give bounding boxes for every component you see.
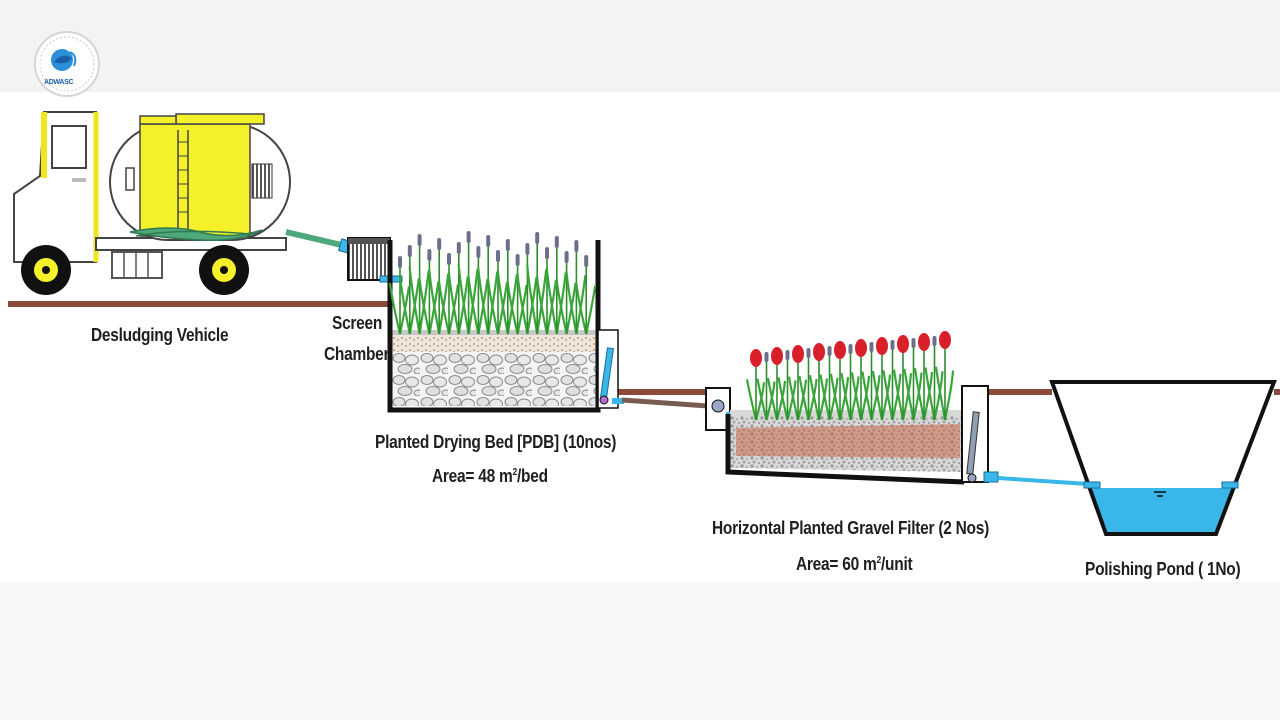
label-screen-chamber-line1: Screen	[332, 313, 383, 333]
outlet-pipe	[997, 476, 1089, 486]
label-gravel-filter: Horizontal Planted Gravel Filter (2 Nos)	[712, 518, 989, 538]
organization-logo	[34, 31, 100, 97]
ground-line	[8, 301, 1280, 395]
label-pdb-area: Area= 48 m2/bed	[432, 461, 548, 488]
horizontal-gravel-filter	[705, 385, 999, 485]
hpgf-area-prefix: Area= 60 m	[796, 554, 877, 574]
label-planted-drying-bed: Planted Drying Bed [PDB] (10nos)	[375, 432, 617, 452]
label-screen-chamber-line2: Chamber	[324, 344, 390, 364]
logo-caption: ADWASC	[44, 79, 74, 86]
gravel-filter-reeds	[745, 331, 955, 421]
screen-chamber	[347, 237, 403, 283]
connecting-pipe	[621, 397, 709, 409]
polishing-pond	[1049, 380, 1277, 536]
bottom-band	[0, 582, 1280, 720]
label-polishing-pond: Polishing Pond ( 1No)	[1085, 559, 1241, 579]
top-band	[0, 0, 1280, 92]
drying-bed-reeds	[388, 231, 597, 335]
planted-drying-bed	[387, 240, 624, 413]
label-gravel-filter-area: Area= 60 m2/unit	[796, 549, 913, 576]
label-desludging-vehicle: Desludging Vehicle	[91, 325, 229, 345]
hpgf-area-suffix: /unit	[881, 554, 913, 574]
desludging-truck	[13, 111, 352, 295]
pdb-area-prefix: Area= 48 m	[432, 466, 513, 486]
pdb-area-sup: 2	[512, 467, 518, 478]
pdb-area-suffix: /bed	[517, 466, 548, 486]
hpgf-area-sup: 2	[876, 555, 882, 566]
